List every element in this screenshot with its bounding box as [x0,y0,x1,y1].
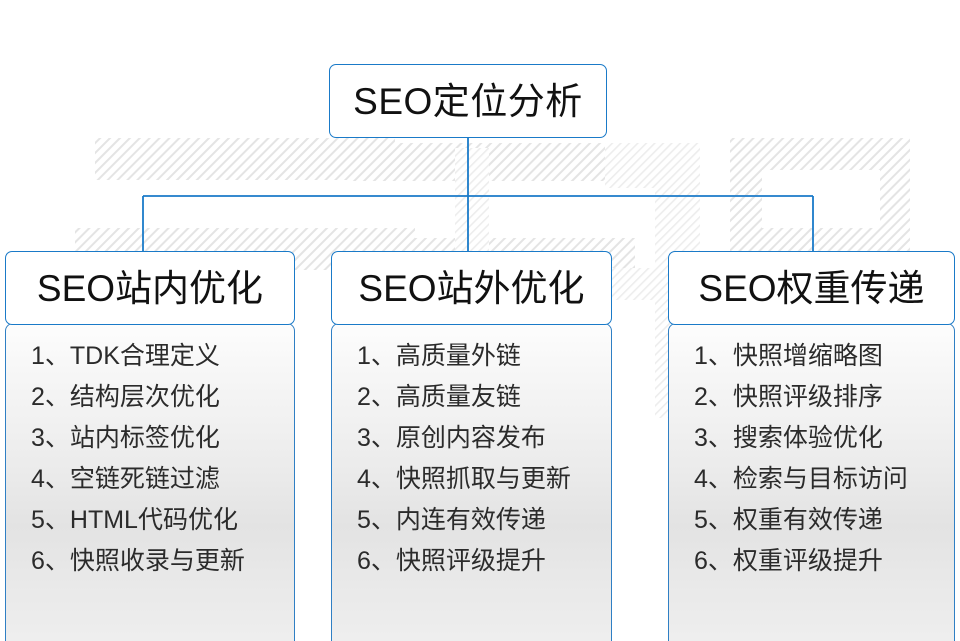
list-item: 2、高质量友链 [357,383,521,411]
branch-item-list-3: 1、快照增缩略图 2、快照评级排序 3、搜索体验优化 4、检索与目标访问 5、权… [669,344,954,574]
branch-column-1: SEO站内优化 1、TDK合理定义 2、结构层次优化 3、站内标签优化 4、空链… [5,251,295,641]
list-item: 4、空链死链过滤 [31,465,220,493]
branch-item-list-1: 1、TDK合理定义 2、结构层次优化 3、站内标签优化 4、空链死链过滤 5、H… [6,344,294,574]
list-item: 4、快照抓取与更新 [357,465,571,493]
root-node[interactable]: SEO定位分析 [329,64,607,138]
list-item: 4、检索与目标访问 [694,465,908,493]
branch-header-3[interactable]: SEO权重传递 [668,251,955,325]
list-item: 2、快照评级排序 [694,383,883,411]
branch-header-label-3: SEO权重传递 [698,267,925,309]
list-item: 2、结构层次优化 [31,383,220,411]
list-item: 5、HTML代码优化 [31,506,238,534]
branch-header-label-2: SEO站外优化 [358,267,585,309]
list-item: 1、高质量外链 [357,342,521,370]
list-item: 6、快照评级提升 [357,547,546,575]
branch-panel-2: 1、高质量外链 2、高质量友链 3、原创内容发布 4、快照抓取与更新 5、内连有… [331,323,612,641]
list-item: 3、搜索体验优化 [694,424,883,452]
list-item: 5、权重有效传递 [694,506,883,534]
branch-header-2[interactable]: SEO站外优化 [331,251,612,325]
list-item: 1、快照增缩略图 [694,342,883,370]
root-node-label: SEO定位分析 [353,80,583,122]
branch-column-3: SEO权重传递 1、快照增缩略图 2、快照评级排序 3、搜索体验优化 4、检索与… [668,251,955,641]
list-item: 3、原创内容发布 [357,424,546,452]
branch-panel-1: 1、TDK合理定义 2、结构层次优化 3、站内标签优化 4、空链死链过滤 5、H… [5,323,295,641]
list-item: 5、内连有效传递 [357,506,546,534]
list-item: 1、TDK合理定义 [31,342,220,370]
list-item: 3、站内标签优化 [31,424,220,452]
branch-item-list-2: 1、高质量外链 2、高质量友链 3、原创内容发布 4、快照抓取与更新 5、内连有… [332,344,611,574]
list-item: 6、快照收录与更新 [31,547,245,575]
branch-header-label-1: SEO站内优化 [36,267,264,309]
branch-header-1[interactable]: SEO站内优化 [5,251,295,325]
branch-panel-3: 1、快照增缩略图 2、快照评级排序 3、搜索体验优化 4、检索与目标访问 5、权… [668,323,955,641]
list-item: 6、权重评级提升 [694,547,883,575]
branch-column-2: SEO站外优化 1、高质量外链 2、高质量友链 3、原创内容发布 4、快照抓取与… [331,251,612,641]
